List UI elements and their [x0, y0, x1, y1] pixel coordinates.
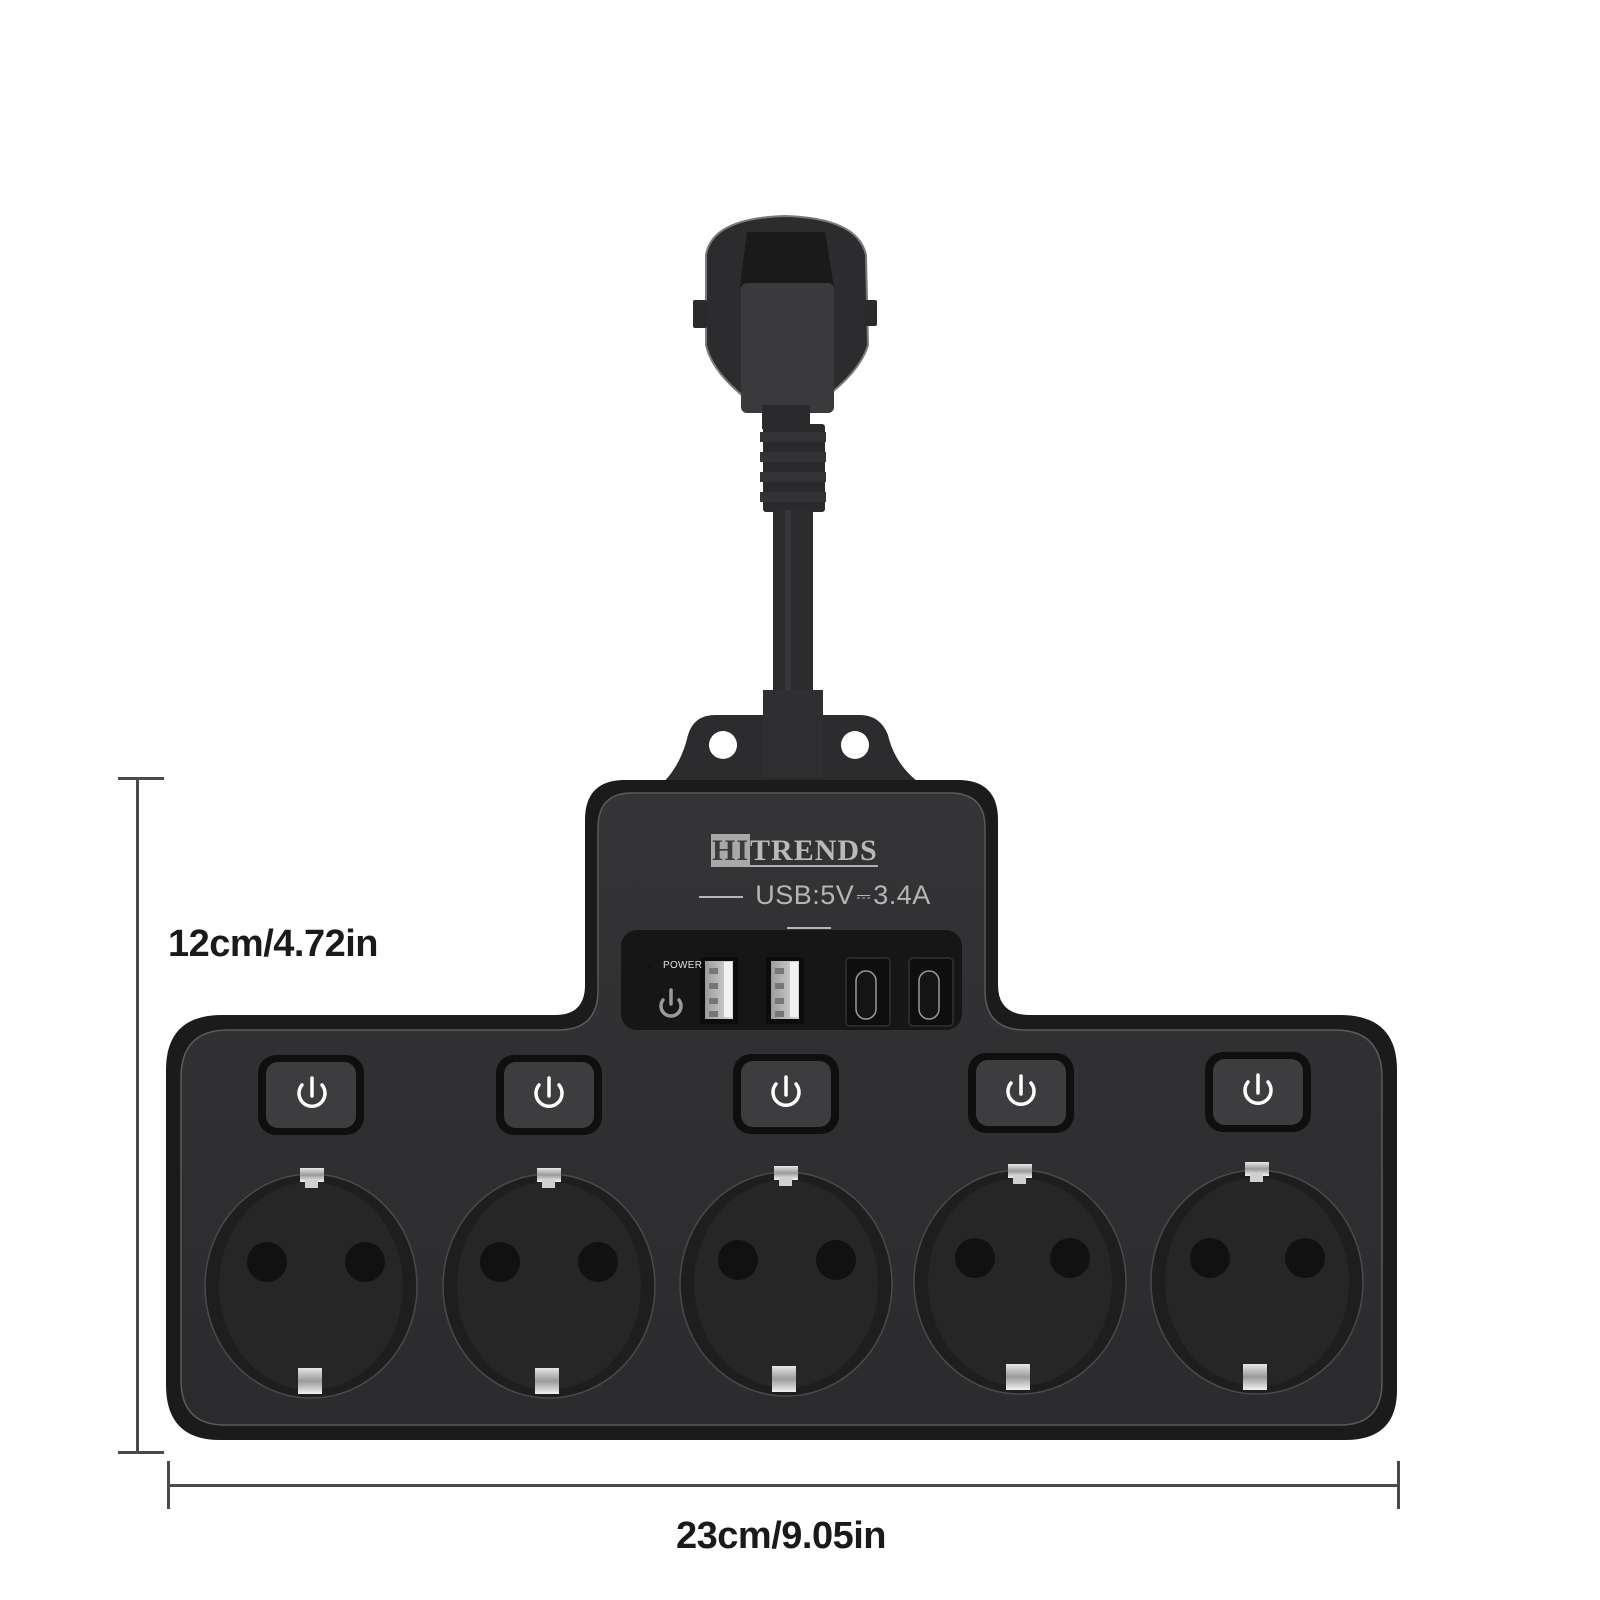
outlet-button-4[interactable]	[968, 1053, 1074, 1133]
outlet-button-2[interactable]	[496, 1055, 602, 1135]
power-indicator-label: POWER	[663, 960, 703, 971]
brand-logo: HITRENDS	[711, 834, 878, 867]
usb-spec-current: 3.4A	[873, 880, 931, 910]
socket-3[interactable]	[679, 1166, 893, 1397]
mounting-bracket	[655, 690, 930, 791]
cable	[760, 405, 826, 695]
socket-1[interactable]	[204, 1168, 418, 1399]
width-dimension-cap-right	[1397, 1461, 1400, 1509]
usb-c-port-1[interactable]	[845, 957, 891, 1027]
dc-symbol-icon: ⎓	[856, 886, 872, 907]
usb-a-port-2[interactable]	[766, 957, 804, 1024]
usb-a-port-1[interactable]	[700, 957, 738, 1024]
height-dimension-line	[136, 778, 139, 1453]
outlet-button-1[interactable]	[258, 1055, 364, 1135]
master-power-icon[interactable]	[659, 988, 683, 1018]
height-dimension-cap-top	[118, 777, 164, 780]
width-dimension-line	[168, 1484, 1400, 1487]
width-dimension-label: 23cm/9.05in	[676, 1515, 886, 1557]
socket-2[interactable]	[442, 1168, 656, 1399]
height-dimension-cap-bottom	[118, 1451, 164, 1454]
outlet-button-3[interactable]	[733, 1054, 839, 1134]
outlet-button-5[interactable]	[1205, 1052, 1311, 1132]
socket-5[interactable]	[1150, 1162, 1364, 1395]
socket-4[interactable]	[913, 1164, 1127, 1395]
brand-prefix: HI	[711, 834, 751, 867]
divider-left	[699, 895, 744, 898]
usb-spec-label: USB:5V⎓3.4A	[654, 880, 964, 942]
outlet-buttons	[258, 1052, 1311, 1135]
power-indicator-led	[648, 964, 653, 969]
divider-right	[787, 926, 831, 929]
brand-suffix: TRENDS	[750, 834, 878, 867]
sockets	[204, 1162, 1364, 1399]
usb-c-port-2[interactable]	[908, 957, 954, 1027]
height-dimension-label: 12cm/4.72in	[168, 923, 378, 965]
plug-head	[693, 214, 877, 413]
usb-spec-text: USB:5V	[755, 880, 855, 910]
